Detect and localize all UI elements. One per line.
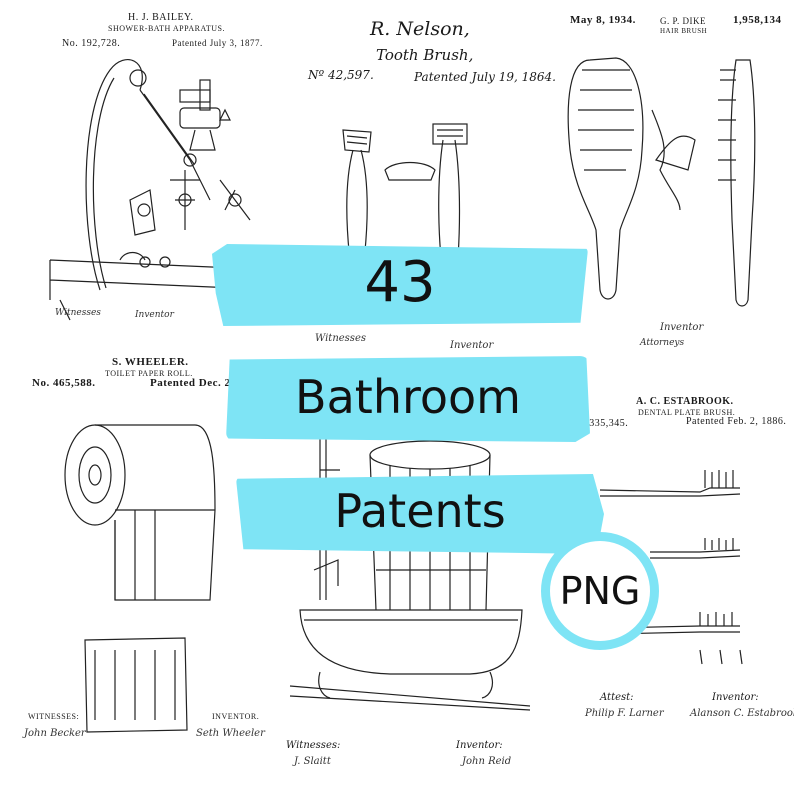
dental-inventor-label: Inventor: <box>712 692 759 703</box>
toilet-inventor-label: INVENTOR. <box>212 712 260 721</box>
dental-patent-number: No. 335,345. <box>570 418 629 429</box>
shower-patent-inventor: H. J. BAILEY. <box>128 12 194 23</box>
bathtub-witness-signature: J. Slaitt <box>294 756 331 767</box>
dental-inventor-signature: Alanson C. Estabrook <box>690 708 794 719</box>
toilet-witness-signature: John Becker <box>24 728 86 739</box>
toilet-patent-subtitle: TOILET PAPER ROLL. <box>105 369 193 378</box>
nelson-patent-subtitle: Tooth Brush, <box>376 46 474 64</box>
toilet-patent-number: No. 465,588. <box>32 377 96 389</box>
hairbrush-patent-subtitle: HAIR BRUSH <box>660 27 708 35</box>
toilet-paper-roll-drawing <box>64 424 216 733</box>
bathtub-witness-label: Witnesses: <box>286 740 341 751</box>
hairbrush-attorney-signature: Attorneys <box>640 338 685 348</box>
dental-attest-label: Attest: <box>600 692 634 703</box>
toilet-patent-inventor: S. WHEELER. <box>112 356 189 368</box>
hairbrush-inventor-signature: Inventor <box>660 322 704 333</box>
hairbrush-drawing <box>567 57 756 307</box>
bathtub-inventor-signature: John Reid <box>462 756 512 767</box>
nelson-inventor-signature: Inventor <box>450 340 494 351</box>
hairbrush-patent-date: May 8, 1934. <box>570 14 636 26</box>
png-badge: PNG <box>541 532 659 650</box>
nelson-patent-inventor: R. Nelson, <box>370 18 470 40</box>
png-badge-label: PNG <box>559 569 641 613</box>
nelson-patent-date: Patented July 19, 1864. <box>414 70 556 84</box>
dental-patent-inventor: A. C. ESTABROOK. <box>636 396 734 407</box>
toilet-inventor-signature: Seth Wheeler <box>196 728 265 739</box>
title-count: 43 <box>364 250 436 315</box>
shower-patent-number: No. 192,728. <box>62 38 121 49</box>
bathtub-inventor-label: Inventor: <box>456 740 503 751</box>
dental-patent-date: Patented Feb. 2, 1886. <box>686 416 787 427</box>
title-patents: Patents <box>334 484 506 538</box>
bathtub-drawing <box>289 420 531 711</box>
shower-patent-date: Patented July 3, 1877. <box>172 38 263 48</box>
nelson-patent-number: Nº 42,597. <box>308 68 374 82</box>
title-bathroom: Bathroom <box>295 370 521 424</box>
title-stroke-2: Bathroom <box>226 356 590 442</box>
toilet-witnesses-label: WITNESSES: <box>28 712 80 721</box>
hairbrush-patent-inventor: G. P. DIKE <box>660 16 707 26</box>
dental-attest-signature: Philip F. Larner <box>585 708 664 719</box>
shower-inventor-signature: Inventor <box>135 310 174 320</box>
shower-witness-signature: Witnesses <box>55 308 101 318</box>
dental-patent-subtitle: DENTAL PLATE BRUSH. <box>638 408 736 417</box>
title-stroke-1: 43 <box>212 244 588 326</box>
title-stroke-3: Patents <box>236 474 604 554</box>
hairbrush-patent-number: 1,958,134 <box>733 14 782 26</box>
nelson-witness-signature: Witnesses <box>315 333 366 344</box>
shower-patent-subtitle: SHOWER-BATH APPARATUS. <box>108 24 225 33</box>
